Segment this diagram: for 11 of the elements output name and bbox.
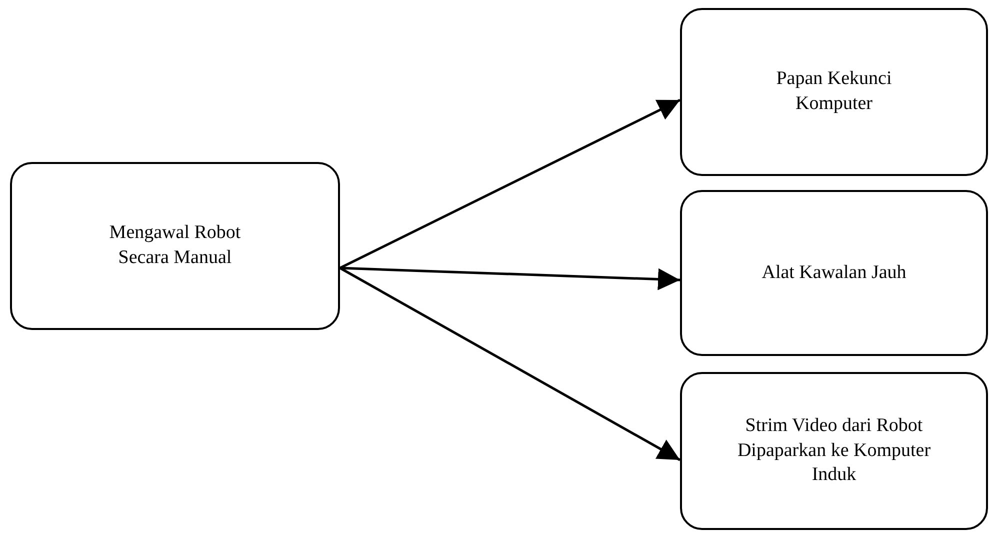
arrow [340, 266, 680, 290]
arrow [339, 98, 681, 270]
box-text: Papan Kekunci Komputer [775, 67, 893, 116]
box-text: Strim Video dari Robot Dipaparkan ke Komputer Induk [736, 414, 932, 488]
rounded-box [10, 162, 340, 330]
rounded-box [680, 8, 988, 176]
arrow [339, 266, 681, 462]
rounded-box [680, 372, 988, 530]
rounded-box [680, 190, 988, 356]
box-text: Mengawal Robot Secara Manual [108, 221, 242, 270]
box-text: Alat Kawalan Jauh [762, 260, 906, 285]
